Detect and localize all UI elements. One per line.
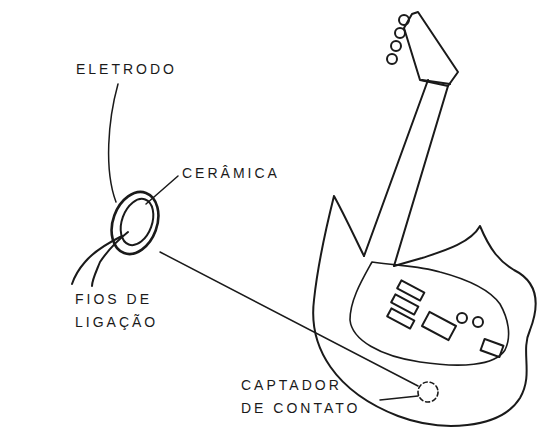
leader-line <box>146 176 178 204</box>
connection-wire <box>92 232 128 286</box>
part-label: CERÂMICA <box>182 162 280 185</box>
leader-line <box>109 84 118 202</box>
leader-line <box>160 252 418 386</box>
guitar <box>313 12 535 426</box>
connection-wire <box>72 236 122 284</box>
leader-line <box>380 396 418 400</box>
pickup-disc <box>103 185 166 260</box>
part-label: CAPTADOR DE CONTATO <box>241 374 361 420</box>
part-label: ELETRODO <box>76 58 177 81</box>
part-label: FIOS DE LIGAÇÃO <box>75 288 157 334</box>
